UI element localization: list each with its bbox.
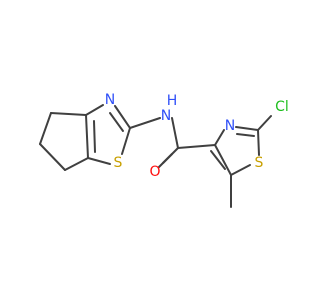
- bond-c2-nh: [129, 117, 161, 129]
- bond-c2-s1-right: [257, 129, 260, 156]
- bond-c3a-n3: [85, 104, 104, 116]
- atom-nh-hydrogen: H: [167, 93, 178, 109]
- bond-c3a-c6a-second: [93, 120, 96, 153]
- bond-nh-carbonyl-c: [171, 117, 179, 149]
- bond-carbonyl-c4: [177, 144, 216, 149]
- bond-cp1-cp2: [39, 112, 52, 145]
- bond-s1-c5: [230, 164, 251, 176]
- bond-c2-cl: [257, 115, 272, 131]
- atom-labels: N N H S N Cl S O: [105, 92, 289, 180]
- atom-o-carbonyl: O: [149, 164, 160, 180]
- atom-n-thiazole-right: N: [225, 118, 235, 134]
- atom-nh-amide: N: [161, 108, 171, 124]
- bond-n3-c2-right-second: [236, 133, 255, 137]
- atom-n-thiazole-left: N: [105, 92, 115, 108]
- bond-cp1-c3a: [50, 112, 87, 116]
- atom-cl-substituent: Cl: [275, 99, 289, 115]
- bond-c6a-s1: [87, 157, 111, 165]
- bonds: [39, 104, 272, 208]
- bond-n3-c2-right: [235, 126, 259, 131]
- bond-s1-c2: [121, 127, 131, 155]
- bond-n3-c2: [114, 105, 131, 129]
- atom-s-thiazole-left: S: [114, 155, 123, 171]
- bond-c5-c4: [214, 144, 232, 176]
- bond-c4-n3: [214, 129, 225, 146]
- bond-cp2-cp3: [39, 143, 66, 171]
- bond-carbonyl-co-second: [158, 153, 173, 168]
- bond-cp3-c6a: [64, 157, 89, 171]
- bond-c5-c4-second: [210, 150, 226, 170]
- bond-n3-c2-second: [109, 112, 124, 132]
- molecule-structure: N N H S N Cl S O: [39, 92, 289, 208]
- bond-c3a-c6a: [85, 114, 89, 159]
- atom-s-thiazole-right: S: [255, 155, 264, 171]
